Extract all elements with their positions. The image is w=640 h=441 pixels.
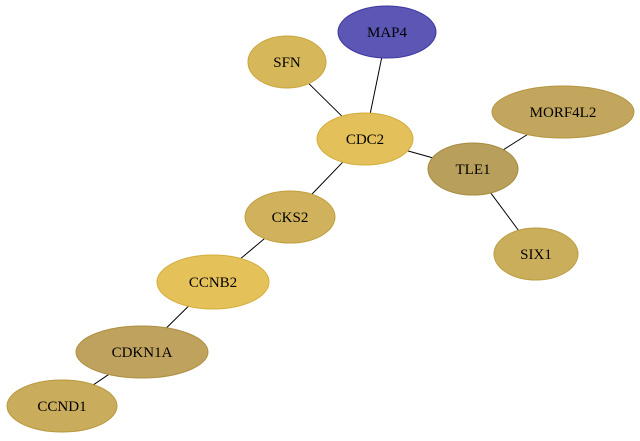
node-shape[interactable] (427, 142, 519, 196)
edge-cdc2-cks2 (311, 161, 344, 195)
node-shape[interactable] (244, 190, 336, 244)
node-shape[interactable] (491, 85, 635, 139)
node-shape[interactable] (337, 5, 437, 59)
node-label: CKS2 (272, 210, 309, 226)
node-ccnb2[interactable]: CCNB2 (156, 254, 270, 310)
node-six1[interactable]: SIX1 (493, 227, 579, 281)
node-label: CCNB2 (189, 275, 237, 291)
node-label: CDC2 (346, 132, 384, 148)
node-shape[interactable] (316, 112, 414, 166)
edge-tle1-six1 (490, 192, 519, 231)
edge-cks2-ccnb2 (240, 238, 265, 259)
node-tle1[interactable]: TLE1 (427, 142, 519, 196)
node-morf4l2[interactable]: MORF4L2 (491, 85, 635, 139)
edge-tle1-morf4l2 (503, 134, 528, 151)
node-cdkn1a[interactable]: CDKN1A (75, 325, 209, 379)
node-shape[interactable] (6, 379, 118, 433)
edge-cdkn1a-ccnd1 (93, 374, 110, 386)
node-cks2[interactable]: CKS2 (244, 190, 336, 244)
node-shape[interactable] (247, 35, 327, 89)
node-shape[interactable] (75, 325, 209, 379)
edge-cdc2-tle1 (407, 150, 433, 159)
node-label: MORF4L2 (530, 105, 597, 121)
node-shape[interactable] (493, 227, 579, 281)
edge-sfn-cdc2 (308, 83, 343, 117)
node-shape[interactable] (156, 254, 270, 310)
node-label: TLE1 (456, 162, 491, 178)
node-label: SIX1 (520, 247, 552, 263)
edges-layer (93, 57, 528, 386)
node-ccnd1[interactable]: CCND1 (6, 379, 118, 433)
node-label: MAP4 (367, 25, 408, 41)
edge-ccnb2-cdkn1a (166, 305, 189, 329)
node-label: CCND1 (37, 399, 86, 415)
edge-map4-cdc2 (369, 57, 383, 114)
node-sfn[interactable]: SFN (247, 35, 327, 89)
node-label: CDKN1A (112, 345, 173, 361)
node-cdc2[interactable]: CDC2 (316, 112, 414, 166)
node-map4[interactable]: MAP4 (337, 5, 437, 59)
node-label: SFN (273, 55, 301, 71)
